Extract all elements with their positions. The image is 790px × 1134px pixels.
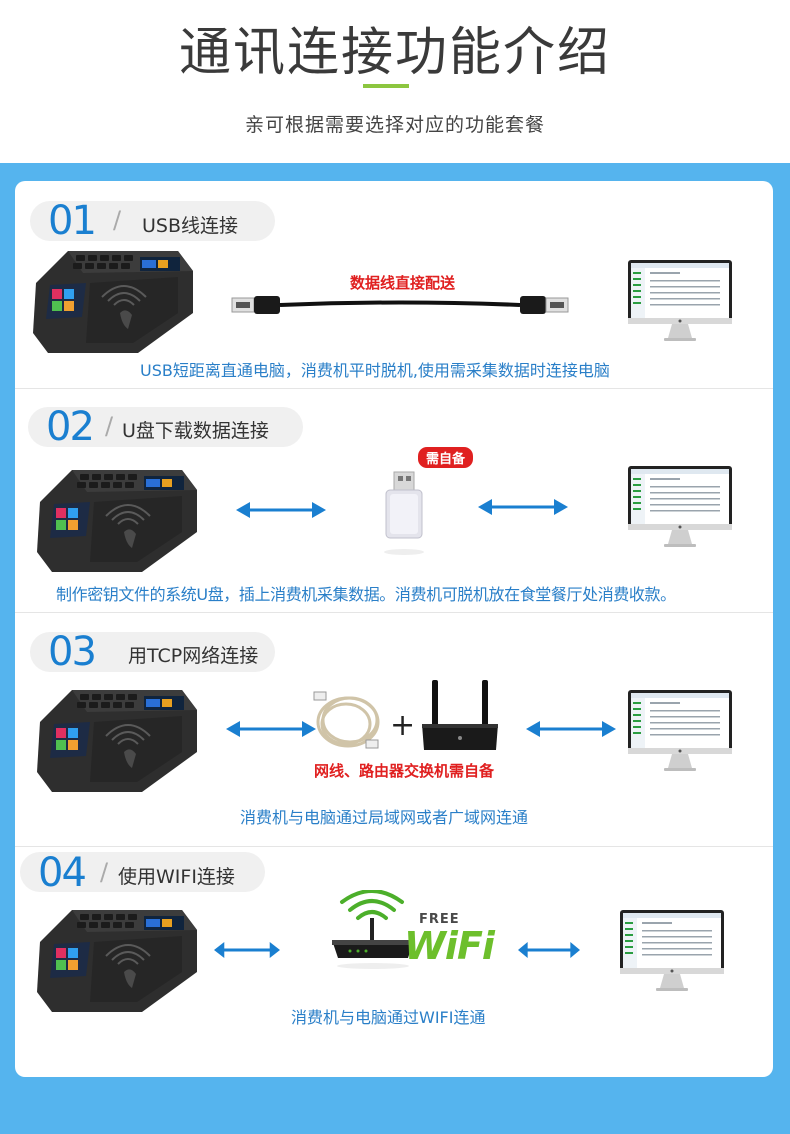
computer-monitor-image bbox=[628, 466, 732, 547]
section-slash-02: / bbox=[105, 412, 114, 440]
consumption-terminal-image bbox=[36, 689, 198, 793]
free-wifi-label-small: FREE bbox=[419, 912, 460, 927]
plus-sign: + bbox=[390, 708, 416, 743]
section-caption-04: 消费机与电脑通过WIFI连通 bbox=[291, 1008, 486, 1027]
router-image bbox=[422, 680, 498, 750]
double-arrow-icon bbox=[526, 719, 616, 739]
page-subtitle: 亲可根据需要选择对应的功能套餐 bbox=[244, 114, 545, 136]
computer-monitor-image bbox=[628, 690, 732, 771]
network-cable-image bbox=[313, 691, 380, 749]
section-number-01: 01 bbox=[48, 198, 97, 244]
section-title-01: USB线连接 bbox=[142, 215, 239, 237]
page-title: 通讯连接功能介绍 bbox=[178, 23, 611, 83]
section-header-pill-01 bbox=[30, 201, 275, 241]
wifi-router-image bbox=[332, 890, 414, 969]
double-arrow-icon bbox=[236, 500, 326, 520]
self-provide-badge: 需自备 bbox=[418, 447, 474, 468]
network-gear-note: 网线、路由器交换机需自备 bbox=[314, 762, 495, 780]
double-arrow-icon bbox=[478, 497, 568, 517]
section-number-03: 03 bbox=[48, 629, 97, 675]
section-slash-01: / bbox=[113, 206, 122, 234]
consumption-terminal-image bbox=[36, 909, 198, 1013]
section-divider bbox=[15, 846, 773, 847]
section-title-04: 使用WIFI连接 bbox=[118, 866, 235, 888]
consumption-terminal-image bbox=[36, 469, 198, 573]
double-arrow-icon bbox=[518, 940, 580, 960]
section-number-02: 02 bbox=[46, 404, 95, 450]
section-title-02: U盘下载数据连接 bbox=[122, 420, 269, 442]
computer-monitor-image bbox=[620, 910, 724, 991]
section-header-pill-03 bbox=[30, 632, 275, 672]
cable-note: 数据线直接配送 bbox=[350, 274, 456, 292]
section-divider bbox=[15, 388, 773, 389]
section-divider bbox=[15, 612, 773, 613]
section-header-pill-02 bbox=[28, 407, 303, 447]
double-arrow-icon bbox=[214, 940, 280, 960]
consumption-terminal-image bbox=[32, 250, 194, 354]
double-arrow-icon bbox=[226, 719, 316, 739]
section-title-03: 用TCP网络连接 bbox=[128, 645, 259, 667]
section-caption-01: USB短距离直通电脑，消费机平时脱机,使用需采集数据时连接电脑 bbox=[140, 361, 610, 380]
usb-cable-image bbox=[231, 296, 569, 314]
section-header-pill-04 bbox=[20, 852, 265, 892]
section-caption-03: 消费机与电脑通过局域网或者广域网连通 bbox=[240, 808, 529, 827]
usb-flash-drive-image bbox=[384, 471, 424, 555]
section-number-04: 04 bbox=[38, 850, 87, 896]
free-wifi-label: WiFi bbox=[404, 924, 495, 968]
title-underline bbox=[363, 84, 409, 88]
section-slash-04: / bbox=[100, 858, 109, 886]
section-caption-02: 制作密钥文件的系统U盘，插上消费机采集数据。消费机可脱机放在食堂餐厅处消费收款。 bbox=[56, 585, 676, 604]
computer-monitor-image bbox=[628, 260, 732, 341]
